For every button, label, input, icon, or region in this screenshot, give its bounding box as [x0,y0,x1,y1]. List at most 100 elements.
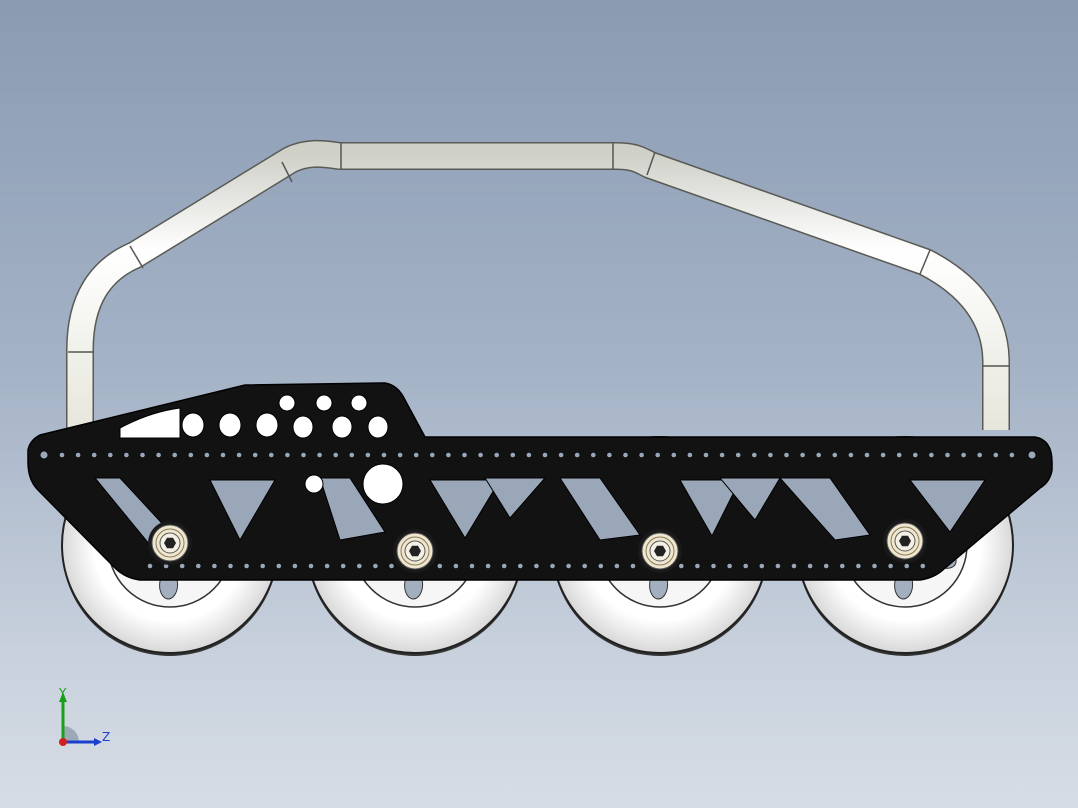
mount-hole [430,452,435,458]
mount-hole [269,452,274,458]
mount-hole [413,452,419,458]
mount-hole [598,563,604,569]
mount-hole [639,452,644,458]
mount-hole [735,452,741,458]
roll-cage-tube[interactable] [66,139,1010,430]
mount-hole [558,452,564,458]
mount-hole [864,452,870,458]
y-axis-label: Y [59,686,67,700]
mount-hole [711,563,716,569]
mount-hole [276,563,282,569]
mount-hole [252,452,258,458]
mount-hole [534,563,539,569]
mount-hole [501,563,507,569]
mount-hole [485,563,491,569]
mount-hole [510,452,516,458]
mount-hole [349,452,355,458]
mount-hole [759,563,765,569]
mount-hole [687,452,693,458]
mount-hole [800,452,805,458]
mount-hole [124,452,129,458]
mount-hole [591,452,596,458]
mount-hole [478,452,483,458]
mount-hole [929,452,934,458]
mount-hole [791,563,797,569]
mount-hole [880,452,886,458]
mount-hole [437,563,443,569]
mount-hole [856,563,861,569]
mount-hole [244,563,249,569]
mount-hole [607,452,612,458]
mount-hole [840,563,845,569]
mount-hole [292,563,298,569]
mount-hole [1009,452,1015,458]
mount-hole [308,563,314,569]
mount-hole [719,452,725,458]
mount-hole [397,452,403,458]
mount-hole [373,563,378,569]
mount-hole [340,563,346,569]
mount-hole [172,452,177,458]
mount-hole [703,452,709,458]
bearing-hubs[interactable] [148,519,927,573]
mount-hole [59,452,65,458]
mount-hole [823,563,829,569]
mount-hole [896,452,902,458]
mount-hole [679,563,684,569]
mount-hole [888,563,893,569]
mount-hole [156,452,161,458]
mount-hole [494,452,500,458]
mount-hole [574,452,580,458]
bearing-hub[interactable] [883,519,927,563]
mount-hole [961,452,966,458]
mount-hole [324,563,330,569]
mount-hole [357,563,362,569]
mount-hole [848,452,854,458]
mount-hole [236,452,242,458]
mount-hole [904,563,909,569]
mount-hole [188,452,194,458]
mount-hole [945,452,950,458]
coordinate-triad: Y Z [50,686,120,756]
mount-hole [333,452,339,458]
side-frame-plate[interactable] [27,382,1053,581]
mount-hole [655,452,660,458]
bearing-hub[interactable] [148,521,192,565]
mount-hole [920,563,926,569]
mount-hole [317,452,322,458]
mount-hole [518,563,523,569]
mount-hole [446,452,451,458]
mount-hole [212,563,217,569]
mount-hole [453,563,459,569]
mount-hole [775,563,781,569]
mount-hole [784,452,789,458]
mount-hole [977,452,982,458]
mount-hole [542,452,548,458]
mount-hole [204,452,210,458]
mount-hole [993,452,999,458]
mount-hole [220,452,226,458]
mount-hole [389,563,394,569]
mount-hole [365,452,371,458]
bearing-hub[interactable] [393,529,437,573]
mount-hole [807,563,813,569]
mount-hole [260,563,266,569]
mount-hole [108,452,113,458]
mount-hole [768,452,773,458]
mount-hole [285,452,290,458]
mount-hole [228,563,233,569]
mount-hole [872,563,877,569]
mount-hole [566,563,571,569]
mount-hole [301,452,306,458]
bearing-hub[interactable] [638,529,682,573]
mount-hole [462,452,467,458]
mount-hole [816,452,821,458]
mount-hole [614,563,620,569]
mount-hole [913,452,918,458]
mount-hole [91,452,97,458]
mount-hole [671,452,677,458]
mount-hole [75,452,81,458]
mount-hole [469,563,475,569]
